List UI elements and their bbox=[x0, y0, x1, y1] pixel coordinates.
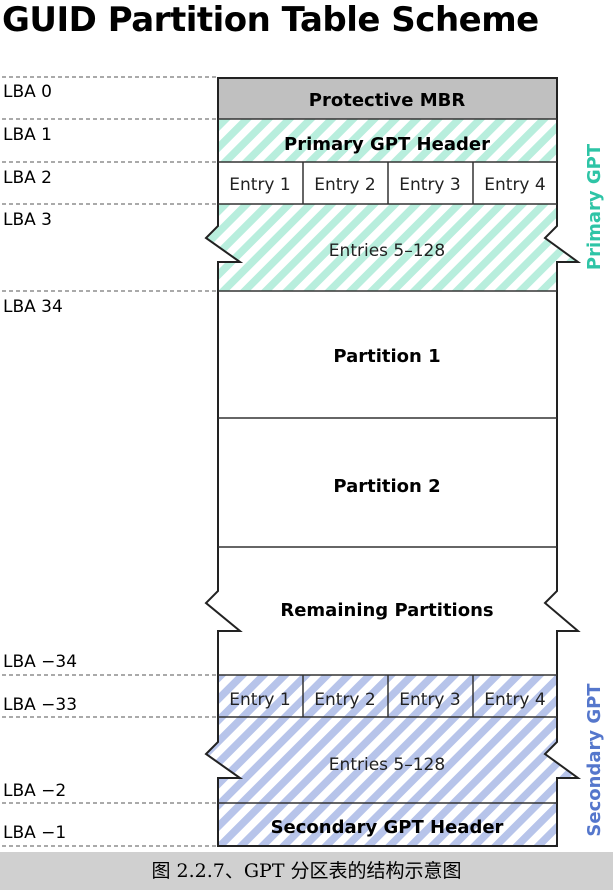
lba-label: LBA 2 bbox=[3, 168, 52, 188]
lba-label: LBA 1 bbox=[3, 125, 52, 145]
lba-label: LBA −33 bbox=[3, 695, 77, 715]
secondary-entry-3: Entry 3 bbox=[399, 690, 460, 710]
primary-entries-rest-block bbox=[206, 204, 578, 291]
secondary-entries-rest-label: Entries 5–128 bbox=[329, 755, 445, 775]
primary-entry-2: Entry 2 bbox=[314, 175, 375, 195]
primary-entry-4: Entry 4 bbox=[484, 175, 545, 195]
disk-outline bbox=[204, 77, 582, 847]
primary-entries-rest-label: Entries 5–128 bbox=[329, 241, 445, 261]
lba-label: LBA 0 bbox=[3, 82, 52, 102]
partition-2-block bbox=[218, 418, 557, 547]
remaining-partitions-label: Remaining Partitions bbox=[280, 600, 493, 621]
lba-dashed-lines bbox=[2, 76, 218, 847]
partition-1-block bbox=[218, 291, 557, 418]
partition-1-label: Partition 1 bbox=[333, 346, 440, 367]
lba-label: LBA −34 bbox=[3, 652, 77, 672]
secondary-entry-2: Entry 2 bbox=[314, 690, 375, 710]
secondary-entry-4: Entry 4 bbox=[484, 690, 545, 710]
partition-2-label: Partition 2 bbox=[333, 476, 440, 497]
lba-label: LBA −2 bbox=[3, 781, 66, 801]
lba-label: LBA 3 bbox=[3, 210, 52, 230]
block-dividers bbox=[218, 118, 557, 804]
primary-entry-1: Entry 1 bbox=[229, 175, 290, 195]
primary-gpt-header-label: Primary GPT Header bbox=[284, 134, 490, 155]
primary-entry-3: Entry 3 bbox=[399, 175, 460, 195]
secondary-gpt-header-label: Secondary GPT Header bbox=[271, 817, 504, 838]
primary-gpt-side-label: Primary GPT bbox=[584, 143, 605, 270]
secondary-entries-rest-block bbox=[206, 717, 578, 803]
figure-caption: 图 2.2.7、GPT 分区表的结构示意图 bbox=[151, 860, 462, 882]
secondary-gpt-side-label: Secondary GPT bbox=[584, 683, 605, 837]
protective-mbr-label: Protective MBR bbox=[309, 90, 466, 111]
secondary-entry-1: Entry 1 bbox=[229, 690, 290, 710]
primary-gpt-header-block bbox=[218, 119, 557, 162]
secondary-gpt-header-block bbox=[218, 803, 557, 846]
page-title: GUID Partition Table Scheme bbox=[2, 0, 539, 40]
protective-mbr-block bbox=[218, 78, 557, 119]
lba-label: LBA 34 bbox=[3, 297, 63, 317]
caption-bar bbox=[0, 852, 613, 890]
lba-label: LBA −1 bbox=[3, 823, 66, 843]
